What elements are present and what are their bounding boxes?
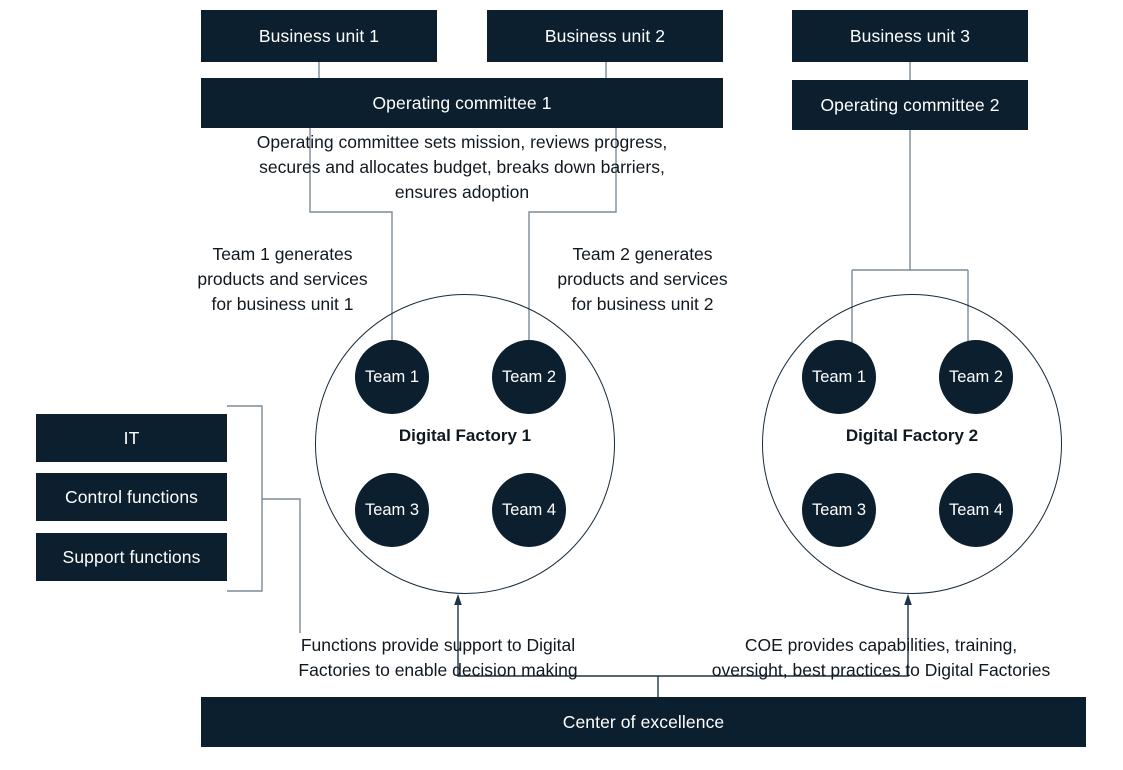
function-control-label: Control functions [64,486,199,507]
coe-description-note: COE provides capabilities, training, ove… [711,635,1051,680]
digital-factory-2-ring[interactable]: Digital Factory 2 [762,294,1062,594]
factory-1-team-2[interactable]: Team 2 [492,340,566,414]
function-it-box[interactable]: IT [36,414,227,462]
factory-1-team-4-label: Team 4 [501,500,557,519]
arrowhead-group [454,594,912,605]
business-unit-3-box[interactable]: Business unit 3 [792,10,1028,62]
factory-2-team-2[interactable]: Team 2 [939,340,1013,414]
business-unit-1-box[interactable]: Business unit 1 [201,10,437,62]
factory-2-team-2-label: Team 2 [948,367,1004,386]
factory-1-team-1[interactable]: Team 1 [355,340,429,414]
center-of-excellence-label: Center of excellence [562,711,725,732]
business-unit-2-label: Business unit 2 [544,25,666,46]
operating-committee-1-label: Operating committee 1 [372,92,552,113]
factory-2-team-3[interactable]: Team 3 [802,473,876,547]
factory-2-team-3-label: Team 3 [811,500,867,519]
factory-2-team-1[interactable]: Team 1 [802,340,876,414]
digital-factory-2-label: Digital Factory 2 [845,426,979,445]
factory-1-team-3-label: Team 3 [364,500,420,519]
center-of-excellence-box[interactable]: Center of excellence [201,697,1086,747]
digital-factory-1-ring[interactable]: Digital Factory 1 [315,294,615,594]
business-unit-3-label: Business unit 3 [849,25,971,46]
committee-description-note: Operating committee sets mission, review… [256,132,668,202]
team-2-description-note: Team 2 generates products and services f… [557,244,728,314]
factory-2-team-4[interactable]: Team 4 [939,473,1013,547]
function-support-label: Support functions [62,546,201,567]
team-1-description-note: Team 1 generates products and services f… [197,244,368,314]
factory-1-team-3[interactable]: Team 3 [355,473,429,547]
operating-committee-1-box[interactable]: Operating committee 1 [201,78,723,128]
factory-1-team-1-label: Team 1 [364,367,420,386]
operating-committee-2-label: Operating committee 2 [820,94,1000,115]
factory-2-team-4-label: Team 4 [948,500,1004,519]
functions-description-note: Functions provide support to Digital Fac… [298,635,578,680]
function-control-box[interactable]: Control functions [36,473,227,521]
factory-1-team-2-label: Team 2 [501,367,557,386]
factory-2-team-1-label: Team 1 [811,367,867,386]
digital-factory-1-label: Digital Factory 1 [398,426,532,445]
factory-1-team-4[interactable]: Team 4 [492,473,566,547]
business-unit-2-box[interactable]: Business unit 2 [487,10,723,62]
business-unit-1-label: Business unit 1 [258,25,380,46]
function-it-label: IT [123,427,140,448]
operating-committee-2-box[interactable]: Operating committee 2 [792,80,1028,130]
function-support-box[interactable]: Support functions [36,533,227,581]
